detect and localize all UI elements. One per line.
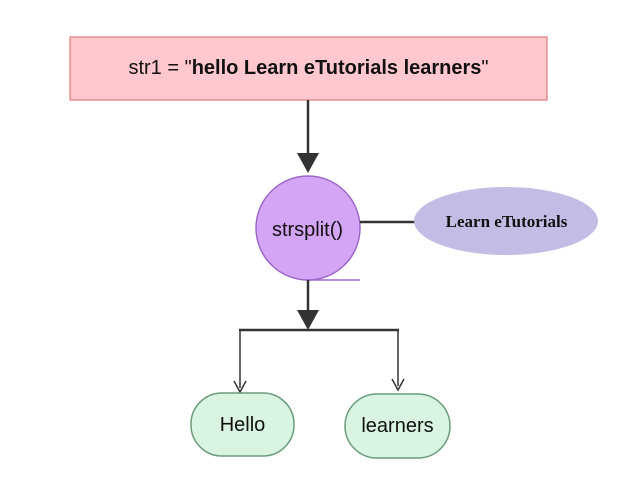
delimiter-node-label: Learn eTutorials — [445, 212, 568, 231]
function-node-label: strsplit() — [271, 218, 344, 241]
output-node-hello-label: Hello — [219, 413, 266, 436]
output-node-hello — [190, 392, 295, 457]
output-node-learners — [344, 393, 451, 459]
branch-right-arrow-head — [391, 378, 405, 392]
output-node-learners-label: learners — [361, 414, 434, 437]
arrow-head-function-to-split — [297, 310, 319, 330]
input-node — [69, 36, 548, 101]
delimiter-node — [414, 187, 598, 255]
input-string-value: hello Learn eTutorials learners — [191, 57, 482, 79]
input-node-label: str1 = "hello Learn eTutorials learners" — [70, 37, 547, 100]
arrow-head-input-to-function — [297, 153, 319, 173]
input-suffix: " — [481, 57, 489, 79]
branch-left-arrow-head — [233, 380, 247, 394]
input-prefix: str1 = " — [128, 57, 192, 79]
